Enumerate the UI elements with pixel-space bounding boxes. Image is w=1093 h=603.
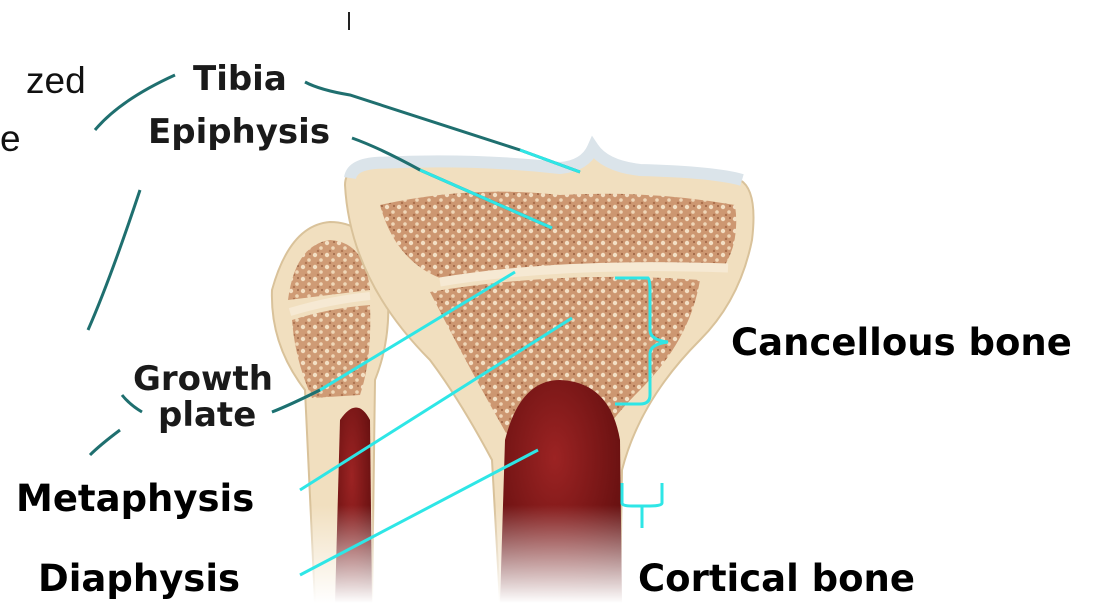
diaphysis-label: Diaphysis: [38, 560, 240, 597]
background-arc: [88, 190, 140, 330]
fragment-text-e: e: [0, 120, 21, 157]
cortical-bone-label: Cortical bone: [638, 560, 915, 597]
epiphysis-label: Epiphysis: [148, 115, 330, 149]
background-arc: [90, 430, 120, 455]
growth-plate-label-line2: plate: [158, 398, 256, 432]
metaphysis-label: Metaphysis: [16, 480, 254, 517]
growth-plate-label-line1: Growth: [133, 362, 273, 396]
cancellous-bone-label: Cancellous bone: [731, 324, 1072, 361]
fragment-text-zed: zed: [26, 62, 86, 99]
tibia-label: Tibia: [193, 62, 287, 96]
